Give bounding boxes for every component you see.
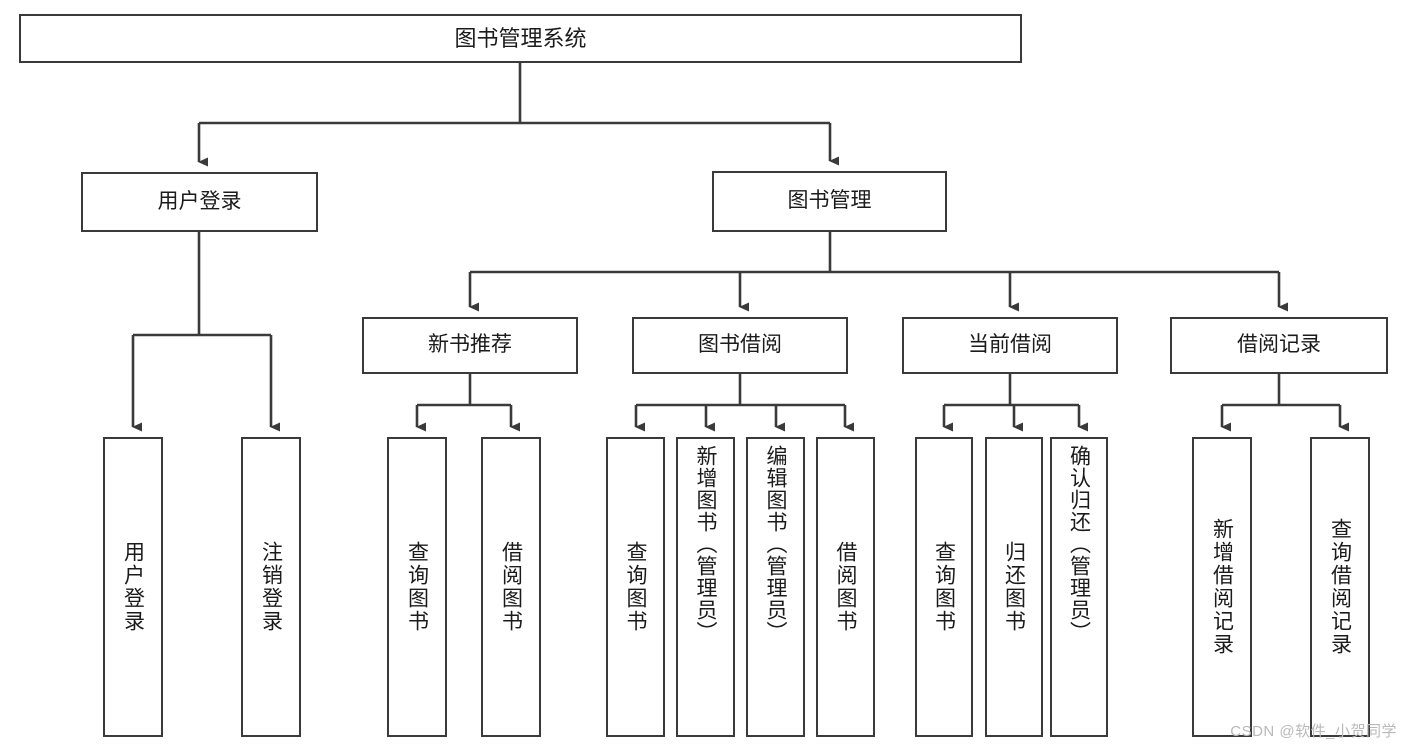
leaf-query-book-borrow[interactable]: 查询图书 xyxy=(606,437,665,737)
node-label: 归还图书 xyxy=(1002,541,1026,633)
node-label: 图书管理系统 xyxy=(454,25,587,51)
node-label: 借阅图书 xyxy=(499,541,523,633)
leaf-borrow-book[interactable]: 借阅图书 xyxy=(816,437,875,737)
node-book-management-system[interactable]: 图书管理系统 xyxy=(19,14,1022,63)
node-book-manage[interactable]: 图书管理 xyxy=(712,171,947,232)
leaf-query-book-recommend[interactable]: 查询图书 xyxy=(387,437,447,737)
node-borrow-record[interactable]: 借阅记录 xyxy=(1170,317,1388,374)
node-book-borrow[interactable]: 图书借阅 xyxy=(632,317,848,374)
leaf-query-book-current[interactable]: 查询图书 xyxy=(915,437,973,737)
leaf-add-borrow-record[interactable]: 新增借阅记录 xyxy=(1192,437,1252,737)
node-label: 查询图书 xyxy=(405,541,429,633)
leaf-query-borrow-record[interactable]: 查询借阅记录 xyxy=(1310,437,1370,737)
leaf-borrow-book-recommend[interactable]: 借阅图书 xyxy=(481,437,541,737)
node-label: 查询借阅记录 xyxy=(1328,518,1352,656)
leaf-edit-book[interactable]: 编辑图书（管理员） xyxy=(746,437,805,737)
node-label: 新增图书（管理员） xyxy=(694,445,717,643)
node-label: 借阅图书 xyxy=(834,541,857,633)
node-label: 注销登录 xyxy=(259,541,283,633)
node-current-borrow[interactable]: 当前借阅 xyxy=(902,317,1118,374)
node-label: 编辑图书（管理员） xyxy=(764,445,787,643)
node-label: 查询图书 xyxy=(932,541,956,633)
leaf-user-login[interactable]: 用户登录 xyxy=(103,437,163,737)
leaf-confirm-return[interactable]: 确认归还（管理员） xyxy=(1050,437,1108,737)
node-label: 图书管理 xyxy=(787,189,872,213)
leaf-return-book[interactable]: 归还图书 xyxy=(985,437,1043,737)
leaf-logout[interactable]: 注销登录 xyxy=(241,437,301,737)
node-label: 新增借阅记录 xyxy=(1210,518,1234,656)
node-label: 新书推荐 xyxy=(428,333,512,357)
node-label: 查询图书 xyxy=(624,541,647,633)
leaf-add-book[interactable]: 新增图书（管理员） xyxy=(676,437,735,737)
node-label: 用户登录 xyxy=(157,189,242,213)
node-label: 确认归还（管理员） xyxy=(1067,445,1091,643)
node-new-book-recommend[interactable]: 新书推荐 xyxy=(362,317,578,374)
node-user-login[interactable]: 用户登录 xyxy=(81,172,318,232)
node-label: 当前借阅 xyxy=(968,333,1052,357)
node-label: 图书借阅 xyxy=(698,333,782,357)
node-label: 借阅记录 xyxy=(1237,333,1321,357)
node-label: 用户登录 xyxy=(121,541,145,633)
